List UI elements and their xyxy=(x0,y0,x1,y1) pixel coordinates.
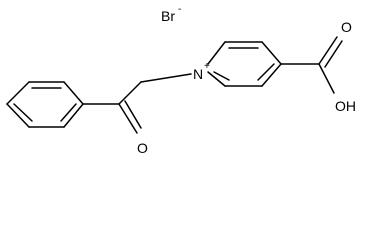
chemical-structure: Br - O N + xyxy=(6,4,356,156)
pyridinium-charge: + xyxy=(204,61,210,72)
pyridinium-ring xyxy=(207,41,282,87)
carbonyl-methylene-bond xyxy=(118,81,142,105)
bromide-charge: - xyxy=(178,4,181,15)
ketone-double-bond xyxy=(118,100,142,134)
carboxyl-oxygen-label: O xyxy=(341,19,352,35)
benzene-ring xyxy=(6,81,84,128)
methylene-nitrogen-bond xyxy=(140,73,192,83)
pyridinium-nitrogen-label: N xyxy=(193,66,203,82)
carboxyl-hydroxyl-bond xyxy=(318,63,335,94)
hydroxyl-label: OH xyxy=(335,98,356,114)
carboxyl-double-bond xyxy=(318,36,343,68)
ketone-oxygen-label: O xyxy=(137,140,148,156)
bromide-symbol: Br xyxy=(161,8,175,24)
